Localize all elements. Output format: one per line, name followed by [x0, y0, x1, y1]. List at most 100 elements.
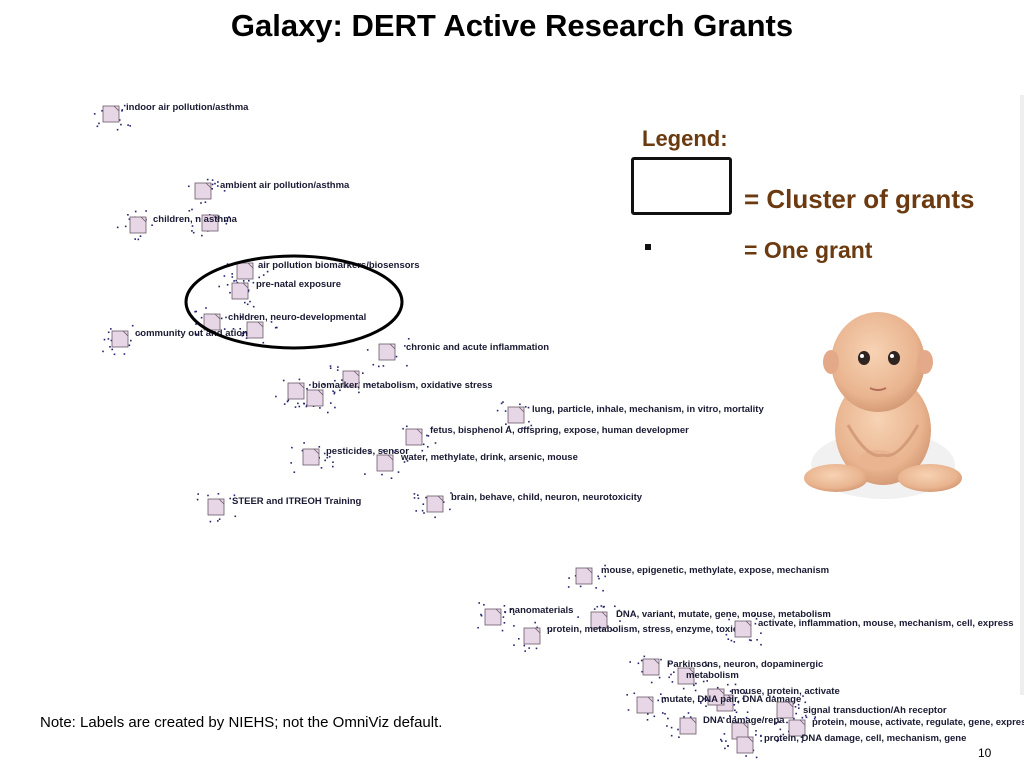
- grant-dot: [503, 605, 506, 607]
- grant-dot: [480, 614, 483, 617]
- grant-dot: [755, 618, 758, 620]
- grant-dot: [755, 734, 757, 736]
- cluster-box-fold: [437, 495, 444, 502]
- cluster-box[interactable]: [378, 343, 396, 361]
- grant-dot: [670, 673, 672, 676]
- cluster-box[interactable]: [102, 105, 120, 123]
- grant-dot: [275, 395, 277, 398]
- grant-dot: [188, 185, 190, 188]
- grant-dot: [734, 716, 736, 718]
- cluster-box[interactable]: [484, 608, 502, 626]
- cluster-box[interactable]: [306, 389, 324, 407]
- legend-title: Legend:: [642, 126, 728, 151]
- grant-dot: [737, 701, 739, 703]
- cluster-box[interactable]: [575, 567, 593, 585]
- grant-dot: [270, 321, 273, 323]
- cluster-box[interactable]: [129, 216, 147, 234]
- grant-dot: [518, 638, 520, 640]
- cluster-box[interactable]: [736, 736, 754, 754]
- cluster-label: Parkinsons, neuron, dopaminergic: [667, 659, 823, 670]
- grant-dot: [107, 338, 110, 340]
- grant-dot: [450, 492, 452, 494]
- grant-dot: [211, 183, 214, 186]
- cluster-box[interactable]: [231, 282, 249, 300]
- cluster-box[interactable]: [677, 667, 695, 685]
- grant-dot: [426, 434, 428, 437]
- grant-dot: [721, 740, 723, 742]
- grant-dot: [536, 626, 538, 629]
- grant-dot: [231, 273, 233, 275]
- cluster-box-fold: [313, 448, 320, 455]
- grant-dot: [116, 226, 119, 229]
- cluster-box[interactable]: [590, 611, 608, 629]
- cluster-box[interactable]: [246, 321, 264, 339]
- grant-dot: [802, 695, 804, 697]
- legend-grant-dot: [645, 244, 651, 250]
- cluster-box-fold: [317, 389, 324, 396]
- grant-dot: [794, 706, 797, 708]
- grant-dot: [527, 406, 530, 409]
- cluster-box[interactable]: [679, 717, 697, 735]
- cluster-box[interactable]: [523, 627, 541, 645]
- grant-dot: [693, 684, 695, 687]
- grant-dot: [478, 602, 480, 604]
- cluster-box[interactable]: [203, 313, 221, 331]
- grant-dot: [513, 644, 515, 646]
- grant-dot: [244, 301, 246, 304]
- grant-dot: [116, 128, 119, 131]
- grant-dot: [627, 709, 630, 711]
- cluster-box[interactable]: [302, 448, 320, 466]
- grant-dot: [123, 353, 126, 355]
- cluster-box[interactable]: [287, 382, 305, 400]
- grant-dot: [776, 740, 779, 743]
- cluster-box[interactable]: [734, 620, 752, 638]
- grant-dot: [240, 316, 243, 318]
- cluster-box[interactable]: [507, 406, 525, 424]
- grant-dot: [700, 702, 702, 704]
- page-title: Galaxy: DERT Active Research Grants: [230, 8, 794, 43]
- cluster-box[interactable]: [707, 688, 725, 706]
- grant-dot: [397, 471, 400, 473]
- grant-dot: [678, 736, 680, 738]
- grant-dot: [813, 718, 816, 720]
- cluster-box[interactable]: [207, 498, 225, 516]
- grant-dot: [266, 270, 269, 273]
- grant-dot: [368, 383, 370, 386]
- grant-dot: [118, 119, 121, 121]
- grant-dot: [670, 734, 673, 737]
- cluster-box[interactable]: [776, 701, 794, 719]
- cluster-box[interactable]: [342, 370, 360, 388]
- cluster-box[interactable]: [376, 454, 394, 472]
- grant-dot: [753, 614, 756, 617]
- grant-dot: [121, 109, 124, 111]
- grant-dot: [218, 518, 221, 520]
- grant-dot: [218, 285, 220, 288]
- grant-dot: [425, 496, 427, 499]
- cluster-box[interactable]: [426, 495, 444, 513]
- grant-dot: [725, 633, 728, 636]
- grant-dot: [223, 328, 226, 330]
- grant-dot: [417, 497, 420, 500]
- grant-dot: [748, 639, 751, 641]
- cluster-box[interactable]: [788, 719, 806, 737]
- cluster-box[interactable]: [201, 214, 219, 232]
- cluster-label: water, methylate, drink, arsenic, mouse: [400, 452, 578, 463]
- grant-dot: [229, 291, 231, 294]
- cluster-box[interactable]: [111, 330, 129, 348]
- cluster-box[interactable]: [405, 428, 423, 446]
- grant-dot: [134, 210, 137, 213]
- cluster-box[interactable]: [194, 182, 212, 200]
- grant-dot: [290, 462, 292, 464]
- cluster-box[interactable]: [636, 696, 654, 714]
- grant-dot: [413, 497, 416, 499]
- grant-dot: [96, 125, 99, 128]
- cluster-box[interactable]: [642, 658, 660, 676]
- cluster-box-fold: [247, 262, 254, 269]
- grant-dot: [98, 122, 100, 125]
- grant-dot: [697, 697, 700, 700]
- cluster-box[interactable]: [236, 262, 254, 280]
- grant-dot: [602, 589, 604, 592]
- grant-dot: [223, 190, 226, 192]
- grant-dot: [329, 367, 332, 369]
- grant-dot: [369, 450, 372, 453]
